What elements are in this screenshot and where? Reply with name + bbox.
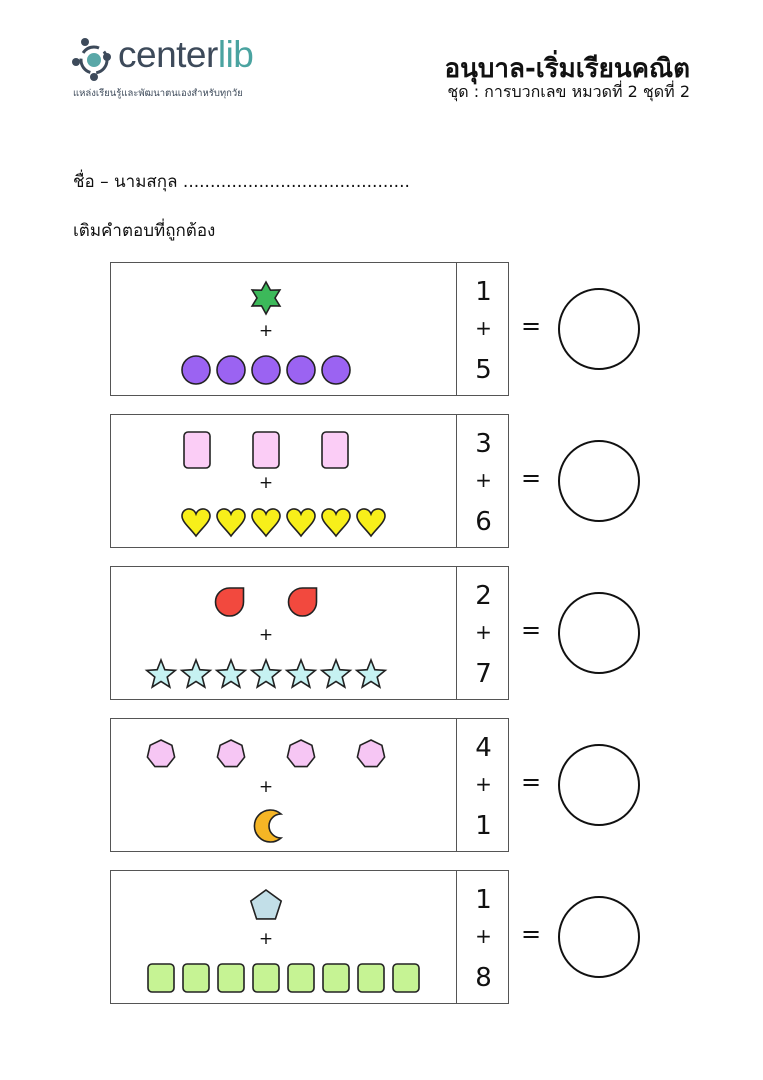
number-plus-sign: +	[475, 316, 492, 340]
star-shape	[214, 657, 248, 689]
heart-shape	[251, 508, 281, 538]
logo-tagline: แหล่งเรียนรู้และพัฒนาตนเองสำหรับทุกวัย	[73, 88, 243, 99]
picture-plus-sign: +	[258, 929, 274, 949]
drop-shape	[287, 587, 318, 617]
heart-shape	[286, 508, 316, 538]
six-point-star-shape	[250, 280, 282, 316]
rounded-square-shape	[217, 963, 245, 993]
column-divider	[456, 871, 457, 1003]
rounded-square-shape	[322, 963, 350, 993]
addend-a: 2	[475, 581, 492, 611]
logo-wordmark: centerlib	[118, 34, 254, 76]
answer-circle[interactable]	[558, 288, 640, 370]
number-plus-sign: +	[475, 924, 492, 948]
addend-a: 4	[475, 733, 492, 763]
problem-box: + 1 + 5	[110, 262, 509, 396]
equals-sign: =	[521, 312, 542, 340]
picture-plus-sign: +	[258, 777, 274, 797]
name-field-line[interactable]: ชื่อ – นามสกุล .........................…	[73, 172, 410, 192]
heart-shape	[356, 508, 386, 538]
equals-sign: =	[521, 920, 542, 948]
column-divider	[456, 567, 457, 699]
equals-sign: =	[521, 768, 542, 796]
drop-shape	[214, 587, 245, 617]
rounded-square-shape	[147, 963, 175, 993]
equals-sign: =	[521, 464, 542, 492]
problem-box: + 4 + 1	[110, 718, 509, 852]
logo-icon	[72, 38, 111, 81]
number-plus-sign: +	[475, 772, 492, 796]
moon-shape	[253, 809, 284, 843]
addend-b: 8	[475, 963, 492, 993]
logo-text-accent: lib	[217, 34, 254, 75]
answer-circle[interactable]	[558, 592, 640, 674]
picture-plus-sign: +	[258, 321, 274, 341]
worksheet-title: อนุบาล-เริ่มเรียนคณิต	[444, 54, 690, 84]
rounded-rect-shape	[252, 431, 280, 469]
number-plus-sign: +	[475, 620, 492, 644]
number-plus-sign: +	[475, 468, 492, 492]
star-shape	[144, 657, 178, 689]
answer-circle[interactable]	[558, 896, 640, 978]
worksheet-subtitle: ชุด : การบวกเลข หมวดที่ 2 ชุดที่ 2	[447, 82, 690, 101]
addend-a: 1	[475, 277, 492, 307]
instruction-text: เติมคำตอบที่ถูกต้อง	[73, 221, 216, 241]
addend-b: 6	[475, 507, 492, 537]
column-divider	[456, 263, 457, 395]
addend-b: 7	[475, 659, 492, 689]
addend-a: 1	[475, 885, 492, 915]
star-shape	[354, 657, 388, 689]
circle-shape	[286, 355, 316, 385]
rounded-square-shape	[357, 963, 385, 993]
problem-box: + 1 + 8	[110, 870, 509, 1004]
heart-shape	[181, 508, 211, 538]
picture-area	[181, 280, 351, 385]
heptagon-shape	[286, 739, 316, 768]
pentagon-shape	[249, 889, 283, 920]
circle-shape	[216, 355, 246, 385]
picture-area	[144, 587, 388, 689]
rounded-square-shape	[252, 963, 280, 993]
heart-shape	[216, 508, 246, 538]
circle-shape	[251, 355, 281, 385]
heptagon-shape	[356, 739, 386, 768]
heptagon-shape	[216, 739, 246, 768]
rounded-square-shape	[182, 963, 210, 993]
heptagon-shape	[146, 739, 176, 768]
heart-shape	[321, 508, 351, 538]
column-divider	[456, 719, 457, 851]
star-shape	[179, 657, 213, 689]
equals-sign: =	[521, 616, 542, 644]
picture-area	[147, 889, 420, 993]
picture-area	[181, 431, 386, 538]
addend-b: 5	[475, 355, 492, 385]
column-divider	[456, 415, 457, 547]
rounded-rect-shape	[321, 431, 349, 469]
answer-circle[interactable]	[558, 744, 640, 826]
addend-a: 3	[475, 429, 492, 459]
problem-box: + 2 + 7	[110, 566, 509, 700]
rounded-rect-shape	[183, 431, 211, 469]
star-shape	[249, 657, 283, 689]
star-shape	[284, 657, 318, 689]
rounded-square-shape	[287, 963, 315, 993]
picture-plus-sign: +	[258, 625, 274, 645]
problem-box: + 3 + 6	[110, 414, 509, 548]
answer-circle[interactable]	[558, 440, 640, 522]
star-shape	[319, 657, 353, 689]
circle-shape	[181, 355, 211, 385]
addend-b: 1	[475, 811, 492, 841]
rounded-square-shape	[392, 963, 420, 993]
picture-area	[146, 739, 386, 843]
picture-plus-sign: +	[258, 473, 274, 493]
logo-text-main: center	[118, 34, 218, 75]
circle-shape	[321, 355, 351, 385]
